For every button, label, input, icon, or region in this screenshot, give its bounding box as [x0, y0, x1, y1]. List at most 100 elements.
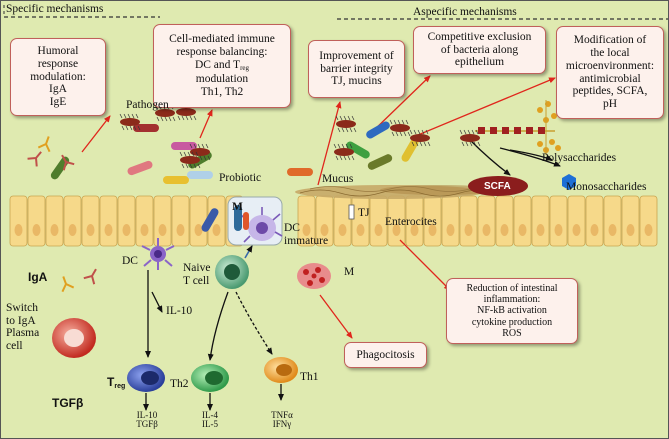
enterocyte-nucleus: [428, 224, 437, 236]
enterocyte-nucleus: [608, 224, 617, 236]
bacterium: [187, 171, 213, 179]
immune-pathway-arrows: [143, 245, 284, 411]
cell-mediated-line-3: DC and Treg: [195, 59, 249, 73]
bacterium: [163, 176, 189, 184]
bacterium: [50, 156, 70, 180]
pathogen-bacterium: [189, 143, 211, 161]
enterocyte-nucleus: [50, 224, 59, 236]
microenv-line-2: the local: [590, 46, 630, 59]
enterocyte-nucleus: [392, 224, 401, 236]
enterocyte-nucleus: [464, 224, 473, 236]
macrophage-label: M: [344, 266, 355, 278]
specific-mechanisms-header: Specific mechanisms: [6, 3, 104, 15]
enterocyte-cell: [459, 195, 478, 247]
enterocyte-cell: [513, 195, 532, 247]
th2-cytokine-2: IL-5: [202, 419, 218, 430]
enterocyte-nucleus: [338, 224, 347, 236]
enterocyte-cell: [135, 195, 154, 247]
cell-mediated-line-4: modulation: [195, 72, 249, 85]
inflammation-line-3: NF-kB activation: [477, 305, 547, 317]
enterocyte-nucleus: [374, 224, 383, 236]
enterocyte-cell: [567, 195, 586, 247]
bacterium: [127, 160, 153, 176]
enterocyte-nucleus: [140, 224, 149, 236]
enterocyte-cell: [171, 195, 190, 247]
dc-treg-text: DC and T: [194, 59, 241, 72]
barrier-line-1: Improvement of: [319, 49, 394, 62]
th2-cytokines: IL-4 IL-5: [195, 410, 225, 430]
microenv-line-1: Modification of: [573, 33, 647, 46]
enterocyte-cell: [9, 195, 28, 247]
enterocyte-nucleus: [644, 224, 653, 236]
th1-cytokine-1: TNFα: [271, 410, 293, 420]
macrophage-cell: [297, 263, 331, 289]
th2-cell: [191, 364, 229, 392]
epithelium-layer: [9, 195, 658, 247]
barrier-line-3: TJ, mucins: [331, 75, 382, 88]
mechanism-arrows: [81, 75, 556, 339]
enterocyte-cell: [531, 195, 550, 247]
barrier-integrity-box: Improvement of barrier integrity TJ, muc…: [308, 40, 405, 98]
bacterium: [401, 138, 419, 162]
enterocyte-cell: [585, 195, 604, 247]
enterocyte-cell: [351, 195, 370, 247]
enterocyte-cell: [189, 195, 208, 247]
humoral-line-3: modulation:: [30, 70, 86, 83]
enterocyte-cell: [81, 195, 100, 247]
humoral-response-box: Humoral response modulation: IgA IgE: [10, 38, 106, 116]
switch-line-2: to IgA: [6, 314, 36, 327]
bacterium: [287, 168, 313, 176]
enterocyte-nucleus: [482, 224, 491, 236]
enterocyte-nucleus: [626, 224, 635, 236]
inflammation-line-2: inflammation:: [483, 294, 541, 306]
treg-cytokines: IL-10 TGFβ: [130, 410, 164, 430]
fermentation-arrows: [469, 139, 561, 176]
dc-immature-label: DC immature: [284, 222, 328, 247]
enterocyte-cell: [153, 195, 172, 247]
pathogen-bacterium: [179, 151, 201, 169]
microenv-line-3: microenvironment:: [565, 59, 655, 72]
inflammation-line-1: Reduction of intestinal: [466, 283, 558, 295]
scfa-label: SCFA: [484, 181, 511, 192]
naive-line-2: T cell: [183, 274, 210, 287]
dc-immature-line-1: DC: [284, 222, 300, 234]
switch-line-3: Plasma: [6, 327, 40, 340]
treg-cytokine-1: IL-10: [136, 410, 158, 420]
microenv-line-6: pH: [602, 98, 618, 111]
humoral-line-1: Humoral: [37, 44, 79, 57]
naive-t-cell: [215, 255, 249, 289]
enterocyte-cell: [99, 195, 118, 247]
enterocyte-nucleus: [14, 224, 23, 236]
naive-line-1: Naive: [183, 262, 211, 274]
enterocyte-nucleus: [320, 224, 329, 236]
enterocyte-nucleus: [554, 224, 563, 236]
m-cell-pocket: [227, 196, 283, 246]
pathogen-bacterium: [119, 113, 141, 131]
switch-line-1: Switch: [6, 302, 38, 314]
barrier-line-2: barrier integrity: [320, 62, 393, 75]
enterocyte-nucleus: [518, 224, 527, 236]
antibodies: [27, 136, 97, 293]
enterocyte-cell: [297, 195, 316, 247]
enterocyte-nucleus: [104, 224, 113, 236]
polysaccharides-label: Polysaccharides: [542, 152, 617, 164]
naive-t-cell-label: Naive T cell: [183, 262, 210, 287]
enterocyte-nucleus: [500, 224, 509, 236]
phagocitosis-text: Phagocitosis: [356, 348, 415, 361]
treg-subscript: reg: [240, 64, 250, 73]
il10-label: IL-10: [166, 305, 193, 317]
th1-cytokine-2: IFNγ: [272, 419, 292, 430]
enterocyte-nucleus: [212, 224, 221, 236]
inflammation-box: Reduction of intestinal inflammation: NF…: [446, 278, 578, 344]
enterocyte-nucleus: [158, 224, 167, 236]
enterocites-label: Enterocites: [385, 216, 437, 228]
th2-cytokine-1: IL-4: [202, 410, 218, 420]
iga-label: IgA: [28, 270, 48, 284]
bacterium: [346, 141, 370, 159]
switch-plasma-label: Switch to IgA Plasma cell: [6, 302, 39, 353]
enterocyte-cell: [27, 195, 46, 247]
treg-label-subscript: reg: [114, 383, 126, 390]
tgfb-label: TGFβ: [52, 396, 84, 410]
bacterium: [133, 124, 159, 132]
cell-mediated-line-2: response balancing:: [176, 46, 268, 59]
